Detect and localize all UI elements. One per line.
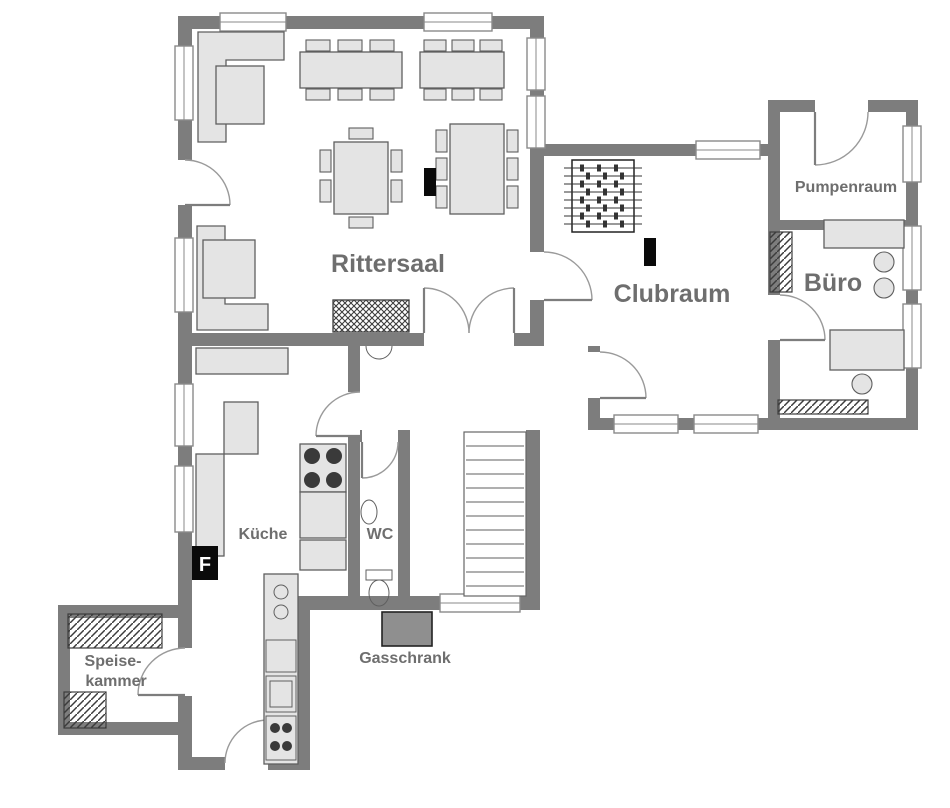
door-rittersaal-double-right [468, 287, 516, 334]
office-chair [873, 251, 895, 273]
clubraum-furniture [564, 159, 656, 266]
corner-table [215, 65, 265, 125]
window [423, 12, 493, 32]
wc-fixtures [360, 499, 393, 607]
window [902, 125, 922, 183]
office-chair [873, 277, 895, 299]
appliance [299, 539, 347, 571]
stove-step [365, 345, 393, 360]
pillar [424, 168, 436, 196]
door-rittersaal-clubraum [543, 251, 593, 302]
room-label-clubraum: Clubraum [614, 280, 731, 308]
sink-basin [273, 584, 289, 600]
stair-treads [466, 445, 524, 587]
windows [174, 12, 922, 613]
appliance [265, 639, 297, 673]
wash-basin [360, 499, 378, 525]
east-table [435, 123, 519, 215]
window [174, 383, 194, 447]
door-kueche [315, 391, 361, 438]
long-table-2 [419, 39, 505, 101]
pillar [644, 238, 656, 266]
appliance [265, 675, 297, 713]
door-gaps [178, 100, 868, 770]
long-table-1 [299, 39, 403, 101]
office-chair [851, 373, 873, 395]
window [902, 225, 922, 291]
kueche-furniture: F [192, 347, 347, 580]
door-corridor-south [224, 719, 270, 764]
room-labels: Rittersaal Clubraum Büro Pumpenraum Küch… [85, 179, 898, 690]
room-label-pumpenraum: Pumpenraum [795, 179, 897, 196]
rittersaal-furniture [196, 31, 519, 360]
window [902, 303, 922, 369]
counter-west [195, 453, 225, 557]
shelf [67, 613, 163, 649]
staircase [463, 431, 527, 597]
door-rittersaal-double-left [422, 287, 470, 334]
room-label-kueche: Küche [239, 526, 288, 543]
wall-kitchen-east [348, 346, 360, 608]
wall-stairs-east [526, 430, 540, 608]
window [613, 414, 679, 434]
room-label-buero: Büro [804, 269, 862, 297]
door-hall-clubraum [599, 351, 647, 400]
counter-under-stove [299, 491, 347, 539]
window [174, 237, 194, 313]
wall-wc-east [398, 442, 410, 608]
window [439, 593, 521, 613]
scullery-strip [263, 573, 299, 765]
fire-extinguisher-marker: F [192, 546, 218, 580]
sink-basin [273, 604, 289, 620]
counter-strip [263, 573, 299, 765]
gas-cabinet [381, 611, 433, 647]
window [526, 95, 546, 149]
desk-top [823, 219, 905, 249]
window [174, 45, 194, 121]
cabinet [223, 401, 259, 455]
appliance-inner [269, 680, 293, 708]
speisekammer-fixtures [63, 613, 163, 729]
window [526, 37, 546, 91]
foosball-table [564, 159, 642, 233]
center-table [319, 127, 403, 229]
tiled-stove [332, 299, 410, 333]
window [693, 414, 759, 434]
room-label-rittersaal: Rittersaal [331, 250, 445, 278]
door-speisekammer [137, 647, 186, 697]
window [695, 140, 761, 160]
side-table [202, 239, 256, 299]
wall-corridor-east [298, 608, 310, 770]
room-label-speisekammer-line1: Speise- [85, 653, 142, 670]
small-stove [265, 715, 297, 761]
radiator [777, 399, 869, 415]
door-buero [779, 294, 826, 342]
toilet [365, 569, 393, 607]
room-label-wc: WC [367, 526, 394, 543]
stove [299, 443, 347, 493]
door-pumpenraum [813, 111, 869, 166]
buero-furniture [769, 219, 905, 415]
counter-top [195, 347, 289, 375]
room-label-speisekammer-line2: kammer [85, 673, 146, 690]
door-wc [360, 441, 399, 479]
shelf-small [63, 691, 107, 729]
window [219, 12, 287, 32]
radiator [769, 231, 793, 293]
fire-extinguisher-label: F [199, 554, 211, 576]
desk-bottom [829, 329, 905, 371]
label-gasschrank: Gasschrank [359, 650, 451, 667]
door-rittersaal-west [184, 159, 231, 207]
window [174, 465, 194, 533]
